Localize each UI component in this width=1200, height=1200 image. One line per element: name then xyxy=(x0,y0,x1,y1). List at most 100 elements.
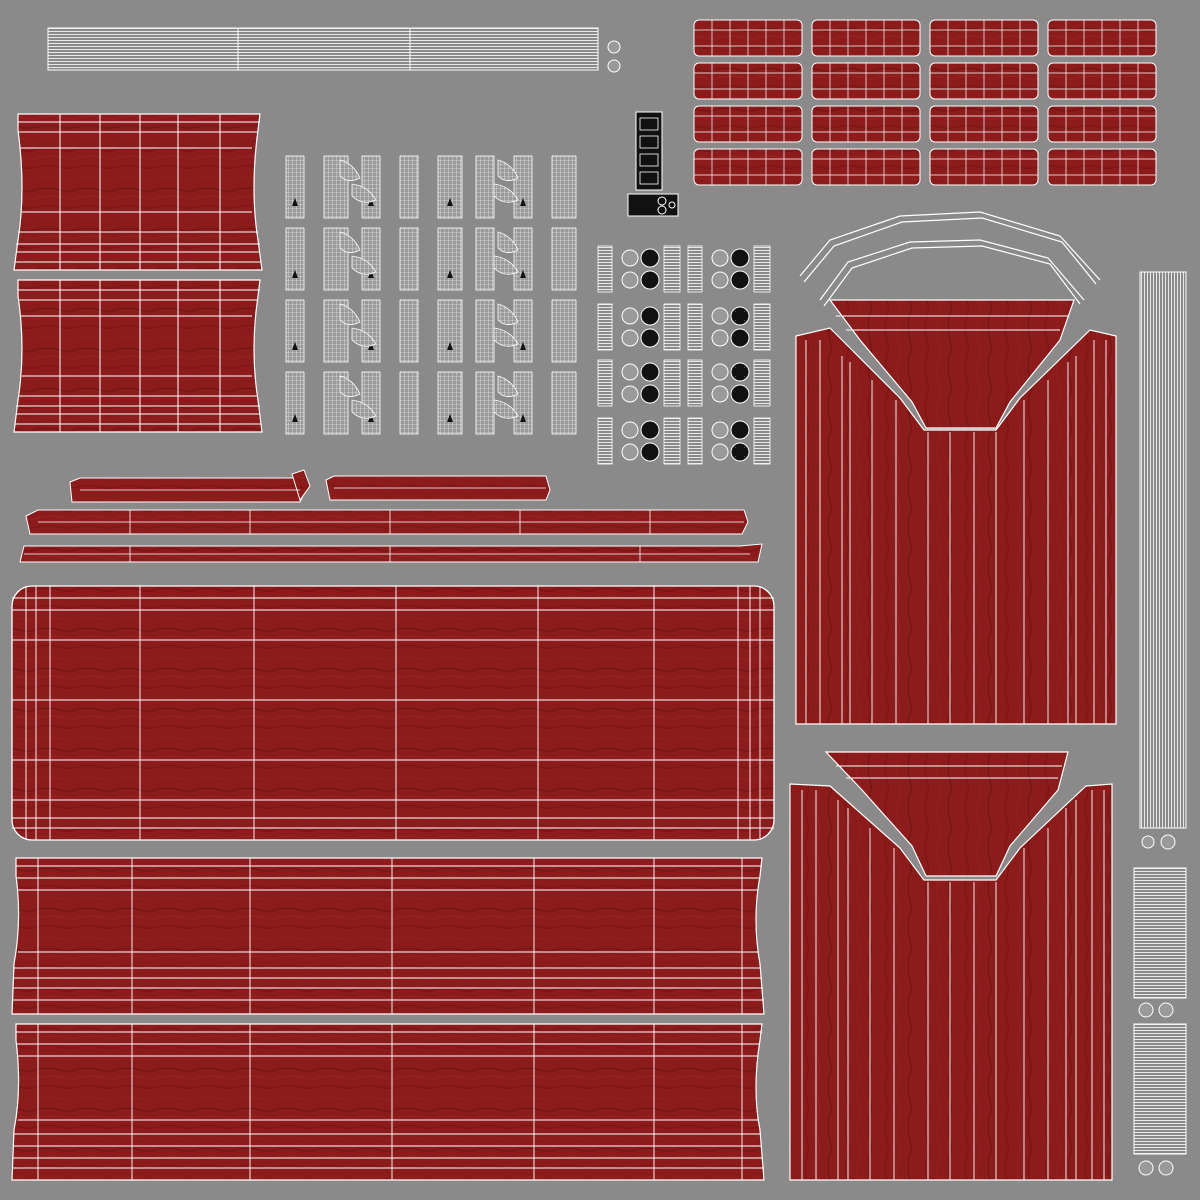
uv-bolt-head xyxy=(621,271,639,289)
uv-bolt-strip xyxy=(597,303,613,351)
uv-bolt-head xyxy=(711,329,729,347)
uv-bolt-dark xyxy=(730,248,750,268)
uv-bolt-dark xyxy=(640,328,660,348)
uv-small-curve-part xyxy=(493,231,519,275)
uv-bolt-dark xyxy=(640,248,660,268)
uv-bolt-dark xyxy=(730,328,750,348)
uv-small-part-mark xyxy=(447,198,453,206)
uv-small-part xyxy=(475,227,495,291)
uv-island-black-panel xyxy=(627,111,679,217)
uv-small-part xyxy=(285,227,305,291)
uv-bolt-strip xyxy=(753,303,771,351)
uv-small-part xyxy=(513,299,533,363)
uv-small-part-mark xyxy=(520,342,526,350)
uv-bolt-dark xyxy=(640,420,660,440)
uv-bolt-head xyxy=(621,329,639,347)
uv-small-part xyxy=(361,299,381,363)
uv-bolt-dark xyxy=(730,270,750,290)
uv-small-part xyxy=(437,227,463,291)
uv-small-part xyxy=(285,299,305,363)
uv-small-part xyxy=(437,371,463,435)
uv-bolt-head xyxy=(711,271,729,289)
uv-bolt-head xyxy=(711,307,729,325)
uv-small-part xyxy=(399,155,419,219)
uv-island-bottom-block-1 xyxy=(11,857,765,1015)
uv-small-curve-part xyxy=(493,375,519,419)
uv-small-part xyxy=(399,371,419,435)
uv-small-part xyxy=(399,299,419,363)
uv-bolt-dark xyxy=(640,384,660,404)
uv-bolt-dark xyxy=(730,306,750,326)
uv-island-small-parts-grid xyxy=(285,155,577,435)
uv-bolt-strip xyxy=(687,417,703,465)
uv-small-part xyxy=(551,227,577,291)
uv-bolt-dark xyxy=(730,420,750,440)
uv-bolt-dark xyxy=(730,384,750,404)
uv-small-curve-part xyxy=(493,159,519,203)
uv-bolt-dark xyxy=(730,362,750,382)
uv-island-column-upper xyxy=(795,299,1117,725)
uv-bolt-strip xyxy=(753,245,771,293)
uv-small-part-mark xyxy=(447,342,453,350)
uv-bolt-strip xyxy=(687,359,703,407)
uv-small-part-mark xyxy=(520,414,526,422)
uv-island-top-strip xyxy=(47,27,621,73)
uv-bolt-strip xyxy=(687,303,703,351)
uv-bolt-strip xyxy=(597,245,613,293)
uv-small-part xyxy=(437,155,463,219)
uv-small-part xyxy=(361,371,381,435)
uv-bolt-head xyxy=(621,249,639,267)
uv-bolt-head xyxy=(621,421,639,439)
uv-small-part xyxy=(475,155,495,219)
uv-island-circle-cluster xyxy=(597,245,771,465)
uv-bolt-strip xyxy=(687,245,703,293)
uv-island-arch-strips xyxy=(799,211,1101,307)
uv-small-curve-part xyxy=(339,231,377,275)
uv-island-left-block-2 xyxy=(13,279,263,433)
uv-bolt-head xyxy=(621,385,639,403)
uv-small-part-mark xyxy=(447,270,453,278)
uv-small-part-mark xyxy=(520,270,526,278)
uv-small-curve-part xyxy=(339,159,377,203)
uv-small-part xyxy=(285,371,305,435)
uv-small-part xyxy=(513,227,533,291)
uv-small-part-mark xyxy=(292,414,298,422)
uv-bolt-head xyxy=(711,421,729,439)
uv-bolt-head xyxy=(711,363,729,381)
uv-small-part-mark xyxy=(292,270,298,278)
uv-small-part xyxy=(513,155,533,219)
uv-small-part xyxy=(475,299,495,363)
uv-small-curve-part xyxy=(339,375,377,419)
uv-bolt-dark xyxy=(640,270,660,290)
uv-small-part-mark xyxy=(520,198,526,206)
uv-small-part xyxy=(361,227,381,291)
uv-small-part xyxy=(437,299,463,363)
uv-small-part-mark xyxy=(447,414,453,422)
uv-small-part xyxy=(551,155,577,219)
uv-small-part-mark xyxy=(292,342,298,350)
uv-small-curve-part xyxy=(339,303,377,347)
uv-small-part-mark xyxy=(292,198,298,206)
uv-small-part xyxy=(399,227,419,291)
uv-island-column-lower xyxy=(789,751,1113,1181)
uv-bolt-head xyxy=(621,307,639,325)
uv-bolt-strip xyxy=(753,417,771,465)
uv-bolt-head xyxy=(621,363,639,381)
uv-bolt-head xyxy=(711,385,729,403)
uv-bolt-strip xyxy=(663,359,681,407)
uv-bolt-dark xyxy=(640,306,660,326)
uv-small-part xyxy=(361,155,381,219)
uv-bolt-strip xyxy=(663,245,681,293)
uv-bolt-strip xyxy=(597,359,613,407)
uv-bolt-strip xyxy=(663,417,681,465)
uv-bolt-dark xyxy=(640,442,660,462)
uv-island-large-panel xyxy=(11,585,775,841)
uv-island-rails xyxy=(19,469,763,563)
uv-bolt-head xyxy=(711,443,729,461)
uv-small-part xyxy=(285,155,305,219)
uv-bolt-head xyxy=(621,443,639,461)
uv-bolt-head xyxy=(711,249,729,267)
uv-small-part xyxy=(551,371,577,435)
uv-bolt-dark xyxy=(640,362,660,382)
